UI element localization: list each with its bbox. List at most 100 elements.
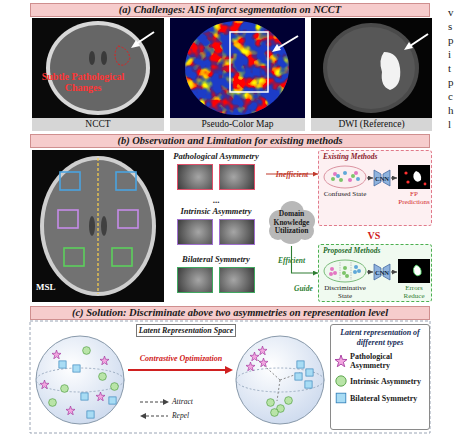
svg-circle xyxy=(404,171,407,174)
text-fragment: i xyxy=(448,48,460,60)
ncct-image xyxy=(32,18,164,118)
svg-line xyxy=(277,380,280,401)
legend-title: Latent representation of different types xyxy=(335,328,425,347)
caption-bar: Pseudo-Color Map xyxy=(170,118,305,131)
svg-polygon xyxy=(225,366,233,374)
svg-polygon xyxy=(163,399,169,405)
cnn-label: CNN xyxy=(375,269,389,276)
prediction-image xyxy=(397,259,431,283)
arrow-label: Contrastive Optimization xyxy=(126,354,236,364)
svg-circle xyxy=(345,274,349,278)
svg-use xyxy=(49,399,57,407)
versus-text: VS xyxy=(360,229,388,242)
legend-swatch xyxy=(335,375,347,387)
legend-note: Attract xyxy=(172,397,212,406)
svg-rect xyxy=(398,165,430,189)
svg-ellipse xyxy=(50,25,146,111)
svg-use xyxy=(96,392,105,401)
text-fragment: s xyxy=(448,20,460,32)
box-title: Existing Methods xyxy=(319,151,431,162)
result-label: Errors Reduce xyxy=(397,284,431,300)
panel-title: (a) Challenges: AIS infarct segmentation… xyxy=(31,4,429,16)
svg-polygon xyxy=(131,40,140,48)
panel-title: (b) Observation and Limitation for exist… xyxy=(31,135,429,147)
svg-rect xyxy=(311,18,432,118)
connector xyxy=(367,271,373,272)
panel-header: (b) Observation and Limitation for exist… xyxy=(30,134,430,148)
text-fragment: l xyxy=(448,118,460,130)
svg-circle xyxy=(356,177,360,181)
svg-ellipse xyxy=(327,27,415,109)
legend-box: Latent representation of different types… xyxy=(330,324,430,430)
patch-strip: Intrinsic Asymmetry xyxy=(166,206,266,252)
state-blob xyxy=(323,165,367,189)
svg-path xyxy=(413,171,421,182)
text-fragment: p xyxy=(448,76,460,88)
svg-rect xyxy=(112,248,132,266)
svg-use xyxy=(285,397,293,405)
svg-g xyxy=(353,265,361,274)
svg-ellipse xyxy=(324,166,366,188)
svg-use xyxy=(87,411,94,418)
image-pair xyxy=(166,219,266,245)
svg-rect xyxy=(118,210,138,228)
svg-rect xyxy=(230,32,268,92)
text-fragment: t xyxy=(448,62,460,74)
caption-bar: DWI (Reference) xyxy=(311,118,432,131)
guide-label: Guide xyxy=(294,284,320,293)
caption-bar: NCCT xyxy=(32,118,164,131)
image-patch xyxy=(177,267,213,293)
label-anchor: h xyxy=(448,104,460,116)
svg-rect xyxy=(170,18,305,118)
cloud-text: Domain Knowledge Utilization xyxy=(271,210,313,236)
svg-path xyxy=(380,52,400,90)
state-label: Discriminative State xyxy=(323,284,367,300)
image-pair xyxy=(166,267,266,293)
svg-use xyxy=(258,346,267,355)
svg-circle xyxy=(36,336,124,424)
svg-ellipse xyxy=(324,260,366,282)
svg-g xyxy=(336,171,360,181)
svg-polygon xyxy=(140,413,146,419)
label-anchor: p xyxy=(448,34,460,46)
svg-svg xyxy=(323,259,367,283)
svg-circle xyxy=(357,269,361,273)
svg-use xyxy=(111,383,119,391)
text-fragment: p xyxy=(448,34,460,46)
prediction-node: FP Predictions xyxy=(397,165,431,206)
svg-rect xyxy=(58,210,78,228)
image-patch xyxy=(177,164,213,190)
svg-use xyxy=(336,393,346,403)
box-title: Proposed Methods xyxy=(319,245,431,256)
panel-title: (c) Solution: Discriminate above two asy… xyxy=(31,307,429,319)
dwi-image xyxy=(311,18,432,118)
svg-circle xyxy=(343,171,347,175)
svg-g xyxy=(342,266,349,278)
svg-g xyxy=(269,201,315,244)
svg-use xyxy=(336,376,346,386)
svg-use xyxy=(59,361,66,368)
state-node: Confused State xyxy=(323,165,367,198)
svg-use xyxy=(40,380,49,389)
label-anchor: t xyxy=(448,62,460,74)
svg-g xyxy=(329,267,337,276)
text-fragment: c xyxy=(448,90,460,102)
svg-circle xyxy=(424,183,427,186)
connector xyxy=(266,173,318,174)
cnn-label: CNN xyxy=(375,175,389,182)
space-box: Latent Representation Space xyxy=(136,324,236,337)
patch-strip: Bilateral Symmetry xyxy=(166,254,266,300)
legend-swatch xyxy=(335,392,347,404)
method-box: Existing MethodsConfused State CNN FP Pred… xyxy=(318,150,432,226)
svg-rect xyxy=(185,21,289,115)
svg-use xyxy=(66,406,75,415)
result-label: FP Predictions xyxy=(397,190,431,206)
state-label: Confused State xyxy=(323,190,367,198)
label-anchor: s xyxy=(448,20,460,32)
svg-use xyxy=(250,352,259,361)
connector xyxy=(391,271,397,272)
svg-circle xyxy=(406,180,409,183)
connector xyxy=(292,246,319,273)
label-anchor: ... xyxy=(206,196,226,205)
